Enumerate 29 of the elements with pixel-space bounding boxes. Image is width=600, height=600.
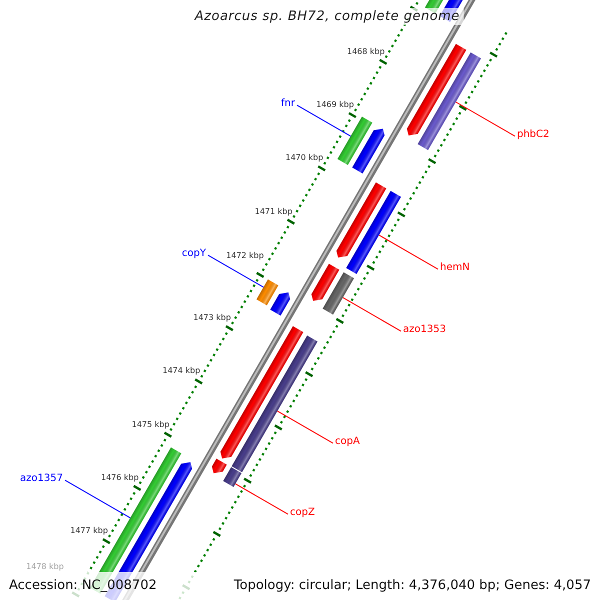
scale-label: 1471 kbp bbox=[254, 206, 292, 217]
gene-label: copZ bbox=[290, 507, 315, 519]
scale-label: 1470 kbp bbox=[286, 153, 324, 164]
leader-line bbox=[234, 483, 288, 515]
scale-label: 1475 kbp bbox=[132, 420, 170, 430]
leader-line bbox=[64, 480, 131, 518]
leader-line bbox=[378, 234, 438, 270]
gene-label: fnr bbox=[281, 98, 295, 110]
scale-label: 1477 kbp bbox=[70, 526, 108, 536]
scale-label: 1476 kbp bbox=[101, 472, 139, 483]
accession-text: Accession: NC_008702 bbox=[9, 578, 157, 593]
leader-line bbox=[342, 297, 402, 332]
genome-info-text: Topology: circular; Length: 4,376,040 bp; Genes: 4,057 bbox=[234, 578, 591, 593]
gene-label: hemN bbox=[440, 262, 470, 274]
leader-line bbox=[455, 102, 516, 137]
leader-line bbox=[296, 104, 352, 137]
leader-line bbox=[208, 254, 264, 288]
scale-label: 1469 kbp bbox=[316, 100, 354, 110]
scale-label: 1468 kbp bbox=[347, 46, 385, 57]
scale-label: 1474 kbp bbox=[162, 366, 200, 376]
gene-label: copA bbox=[335, 436, 360, 448]
gene-label: azo1357 bbox=[20, 473, 63, 485]
scale-label: 1472 kbp bbox=[226, 251, 264, 261]
gene-label: phbC2 bbox=[517, 129, 550, 141]
gene-label: copY bbox=[182, 248, 206, 260]
scale-label: 1478 kbp bbox=[26, 562, 64, 572]
scale-label: 1473 kbp bbox=[193, 313, 231, 324]
gene-label: azo1353 bbox=[403, 324, 446, 336]
leader-line bbox=[276, 410, 334, 444]
